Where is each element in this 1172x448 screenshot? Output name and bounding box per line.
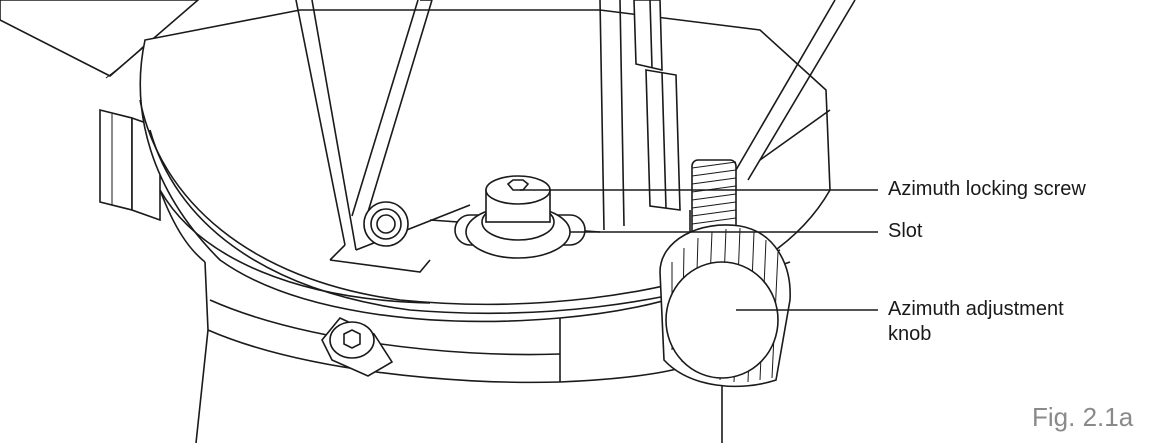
leader-lines	[520, 189, 878, 311]
round-cap	[363, 201, 409, 247]
azimuth-adjustment-knob	[659, 224, 791, 388]
label-knob-line1: Azimuth adjustment	[888, 298, 1064, 320]
azimuth-locking-screw	[465, 175, 571, 259]
label-azimuth-adjustment-knob: Azimuth adjustment knob	[888, 297, 1064, 347]
side-hex-screw	[321, 317, 394, 377]
label-knob-line2: knob	[888, 323, 932, 345]
label-slot: Slot	[888, 220, 923, 242]
side-clamp	[99, 108, 161, 222]
base-cylinder	[195, 329, 723, 444]
label-azimuth-locking-screw: Azimuth locking screw	[888, 178, 1086, 200]
figure-label: Fig. 2.1a	[1032, 402, 1134, 432]
